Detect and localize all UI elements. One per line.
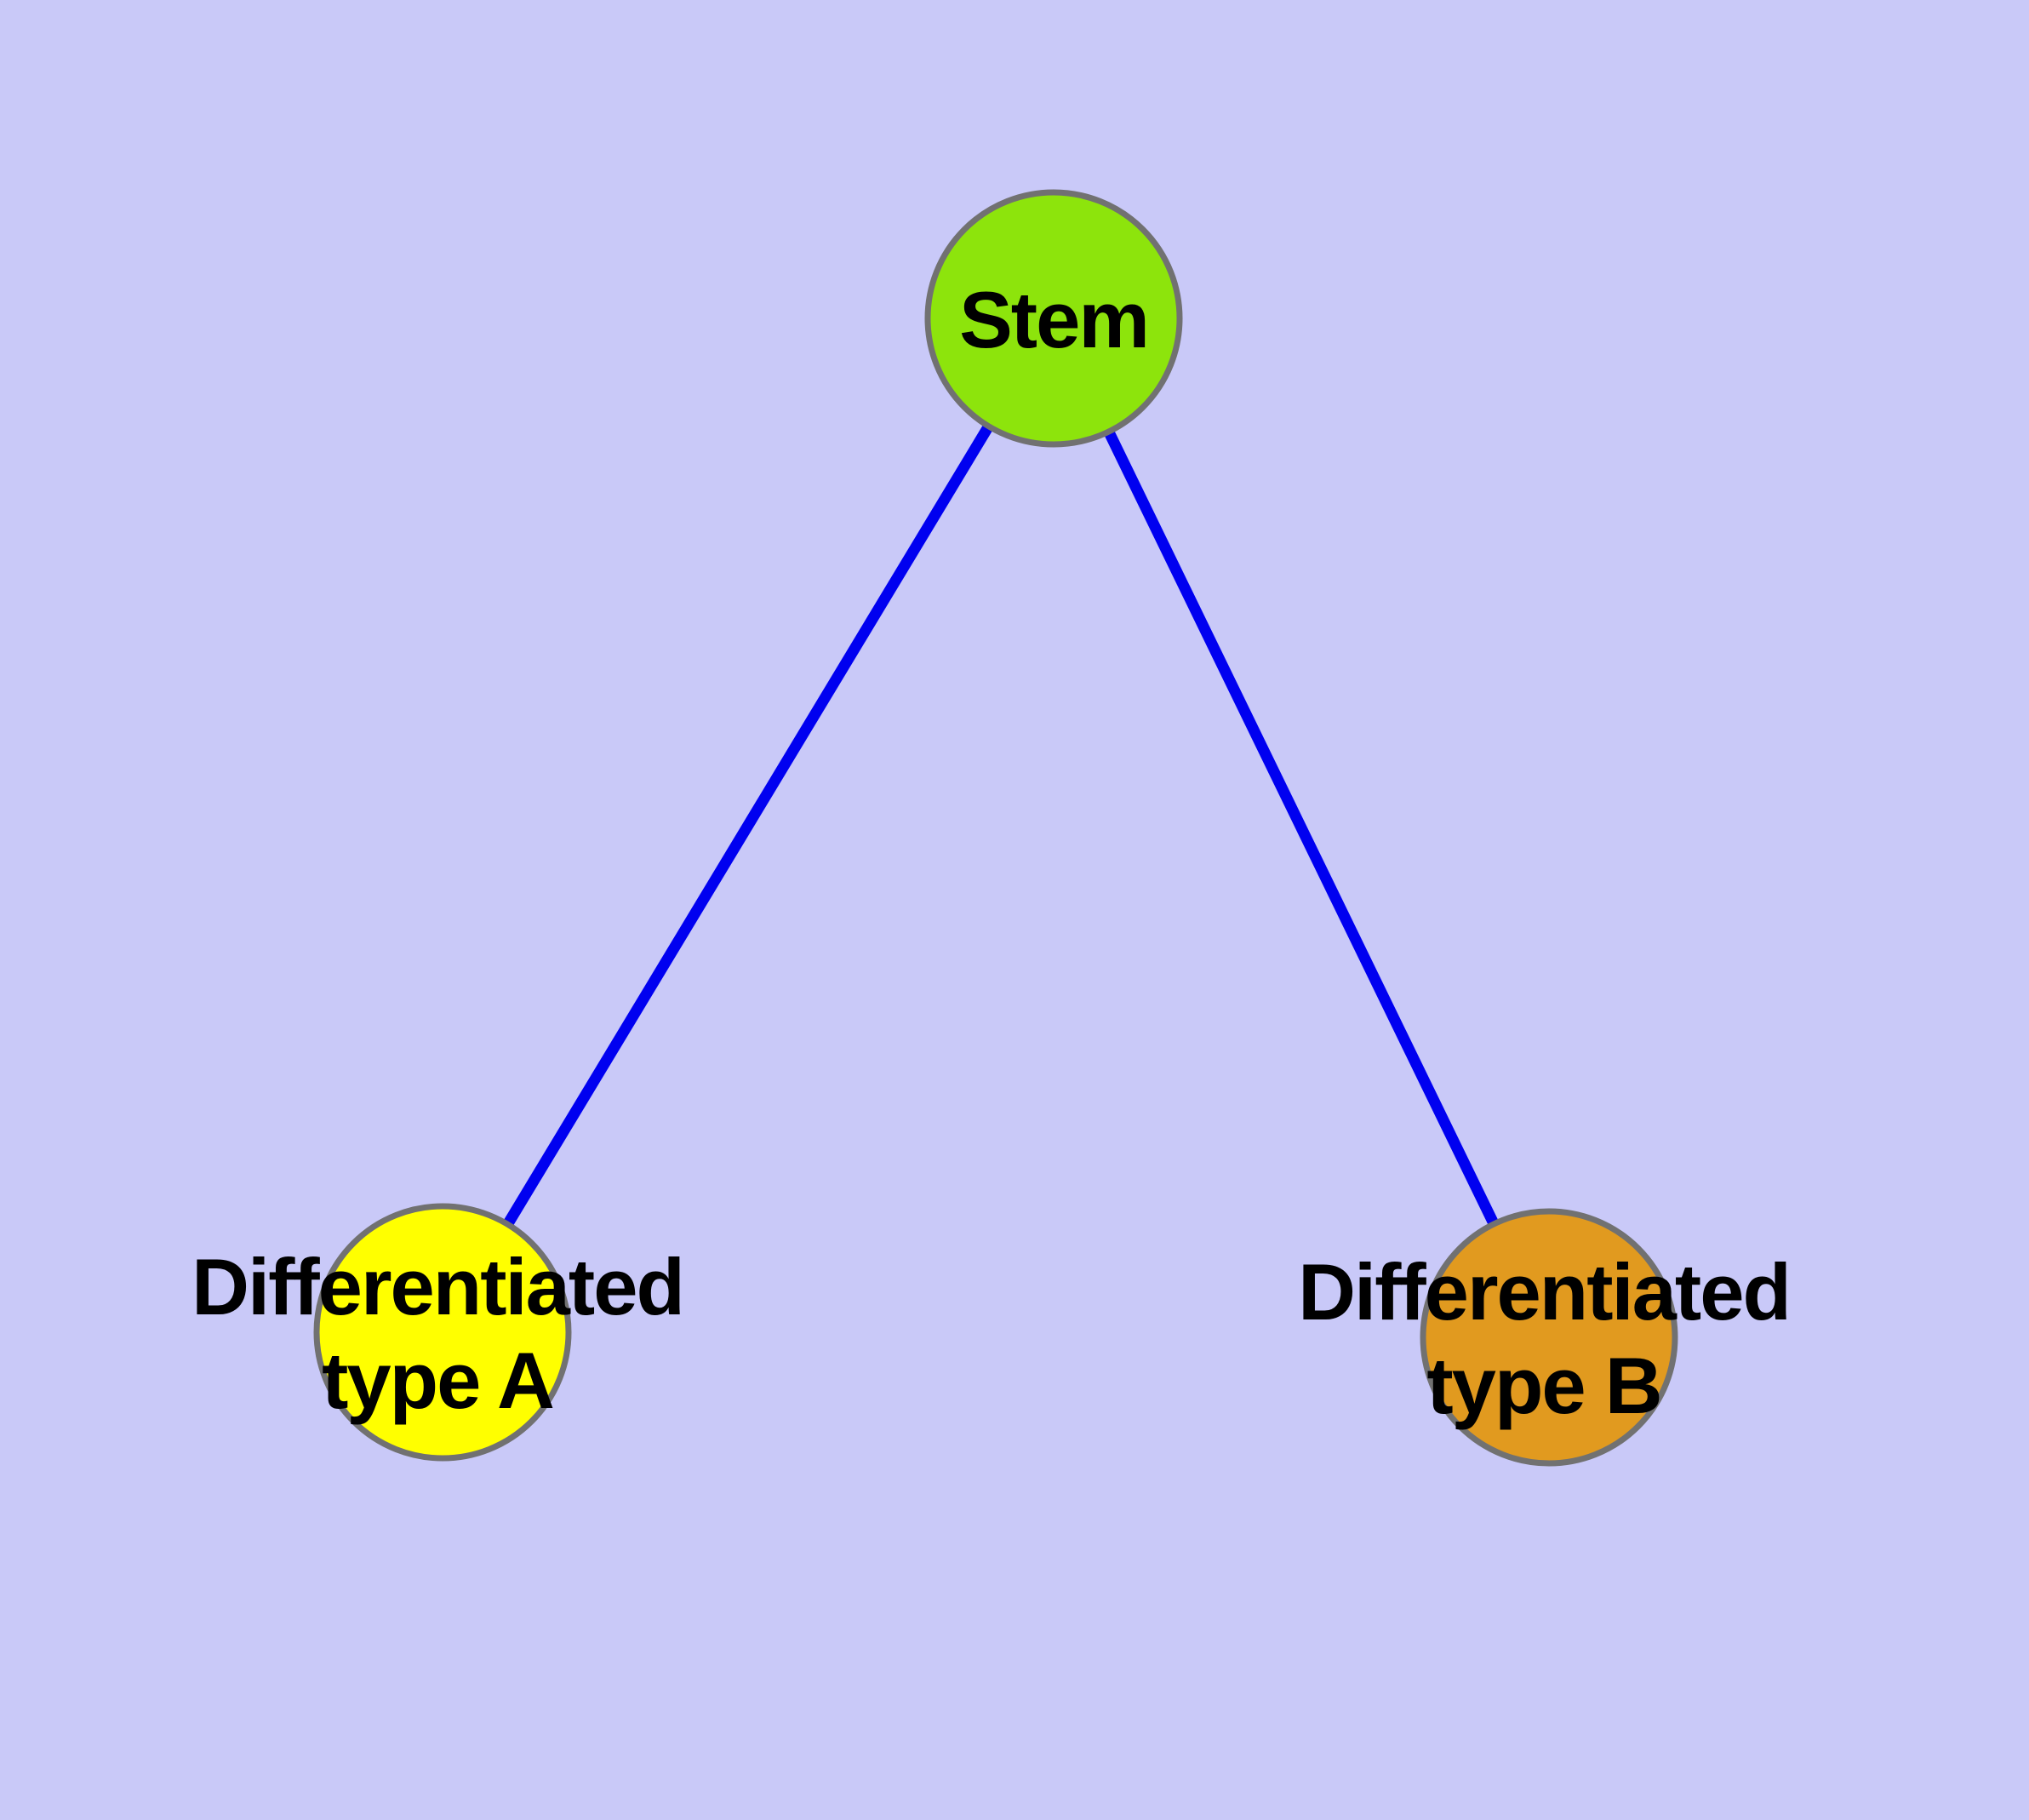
node-stem[interactable] (924, 189, 1183, 448)
edge-stem-to-type-a[interactable] (437, 315, 1059, 1336)
node-stem-label: Stem (959, 275, 1148, 364)
node-type-b-label-line1: Differentiated (1298, 1247, 1790, 1336)
edge-stem-to-type-b[interactable] (1049, 316, 1554, 1340)
node-type-b-label-line2: type B (1426, 1341, 1660, 1430)
node-differentiated-type-a[interactable] (313, 1203, 572, 1462)
node-differentiated-type-b[interactable] (1420, 1208, 1678, 1467)
node-type-a-label-line2: type A (322, 1336, 553, 1425)
node-type-a-label-line1: Differentiated (191, 1242, 683, 1331)
